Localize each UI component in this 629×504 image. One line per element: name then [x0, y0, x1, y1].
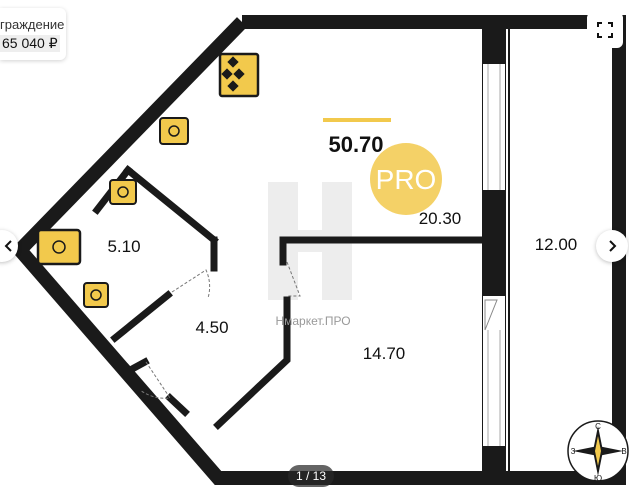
compass-icon: С Ю В З [567, 420, 629, 483]
price-tag[interactable]: граждение 65 040 ₽ [0, 8, 66, 60]
living-room-area: 20.30 [419, 209, 462, 228]
bathroom-area: 5.10 [107, 237, 140, 256]
chevron-left-icon [4, 240, 12, 252]
door-swing [484, 299, 498, 331]
window-opening [483, 64, 505, 190]
door-swings [139, 261, 301, 399]
price-tag-label: граждение [0, 17, 65, 32]
toilet-icon [83, 282, 109, 308]
kitchen-area: 14.70 [363, 344, 406, 363]
bathtub-icon [36, 228, 82, 266]
total-area: 50.70 [328, 132, 383, 157]
balcony-area: 12.00 [535, 235, 578, 254]
chevron-right-icon [609, 240, 617, 252]
pro-badge: PRO [370, 143, 442, 215]
hallway-area: 4.50 [195, 318, 228, 337]
photo-counter: 1 / 13 [288, 465, 334, 487]
price-tag-value: 65 040 ₽ [0, 35, 60, 52]
svg-text:В: В [621, 447, 626, 456]
expand-icon [597, 22, 613, 38]
expand-button[interactable] [587, 12, 623, 48]
watermark-caption: Нмаркет.ПРО [275, 314, 350, 328]
stove-icon [218, 52, 260, 98]
total-area-underline [323, 118, 391, 122]
sink-icon [109, 179, 137, 205]
pro-badge-text: PRO [376, 164, 437, 195]
next-photo-button[interactable] [596, 230, 628, 262]
svg-text:Ю: Ю [594, 474, 602, 483]
svg-text:С: С [595, 422, 601, 431]
interior-walls [92, 165, 486, 430]
svg-text:З: З [571, 447, 576, 456]
window-opening [483, 296, 505, 446]
kitchen-sink-icon [159, 117, 189, 145]
prev-photo-button[interactable] [0, 230, 18, 262]
